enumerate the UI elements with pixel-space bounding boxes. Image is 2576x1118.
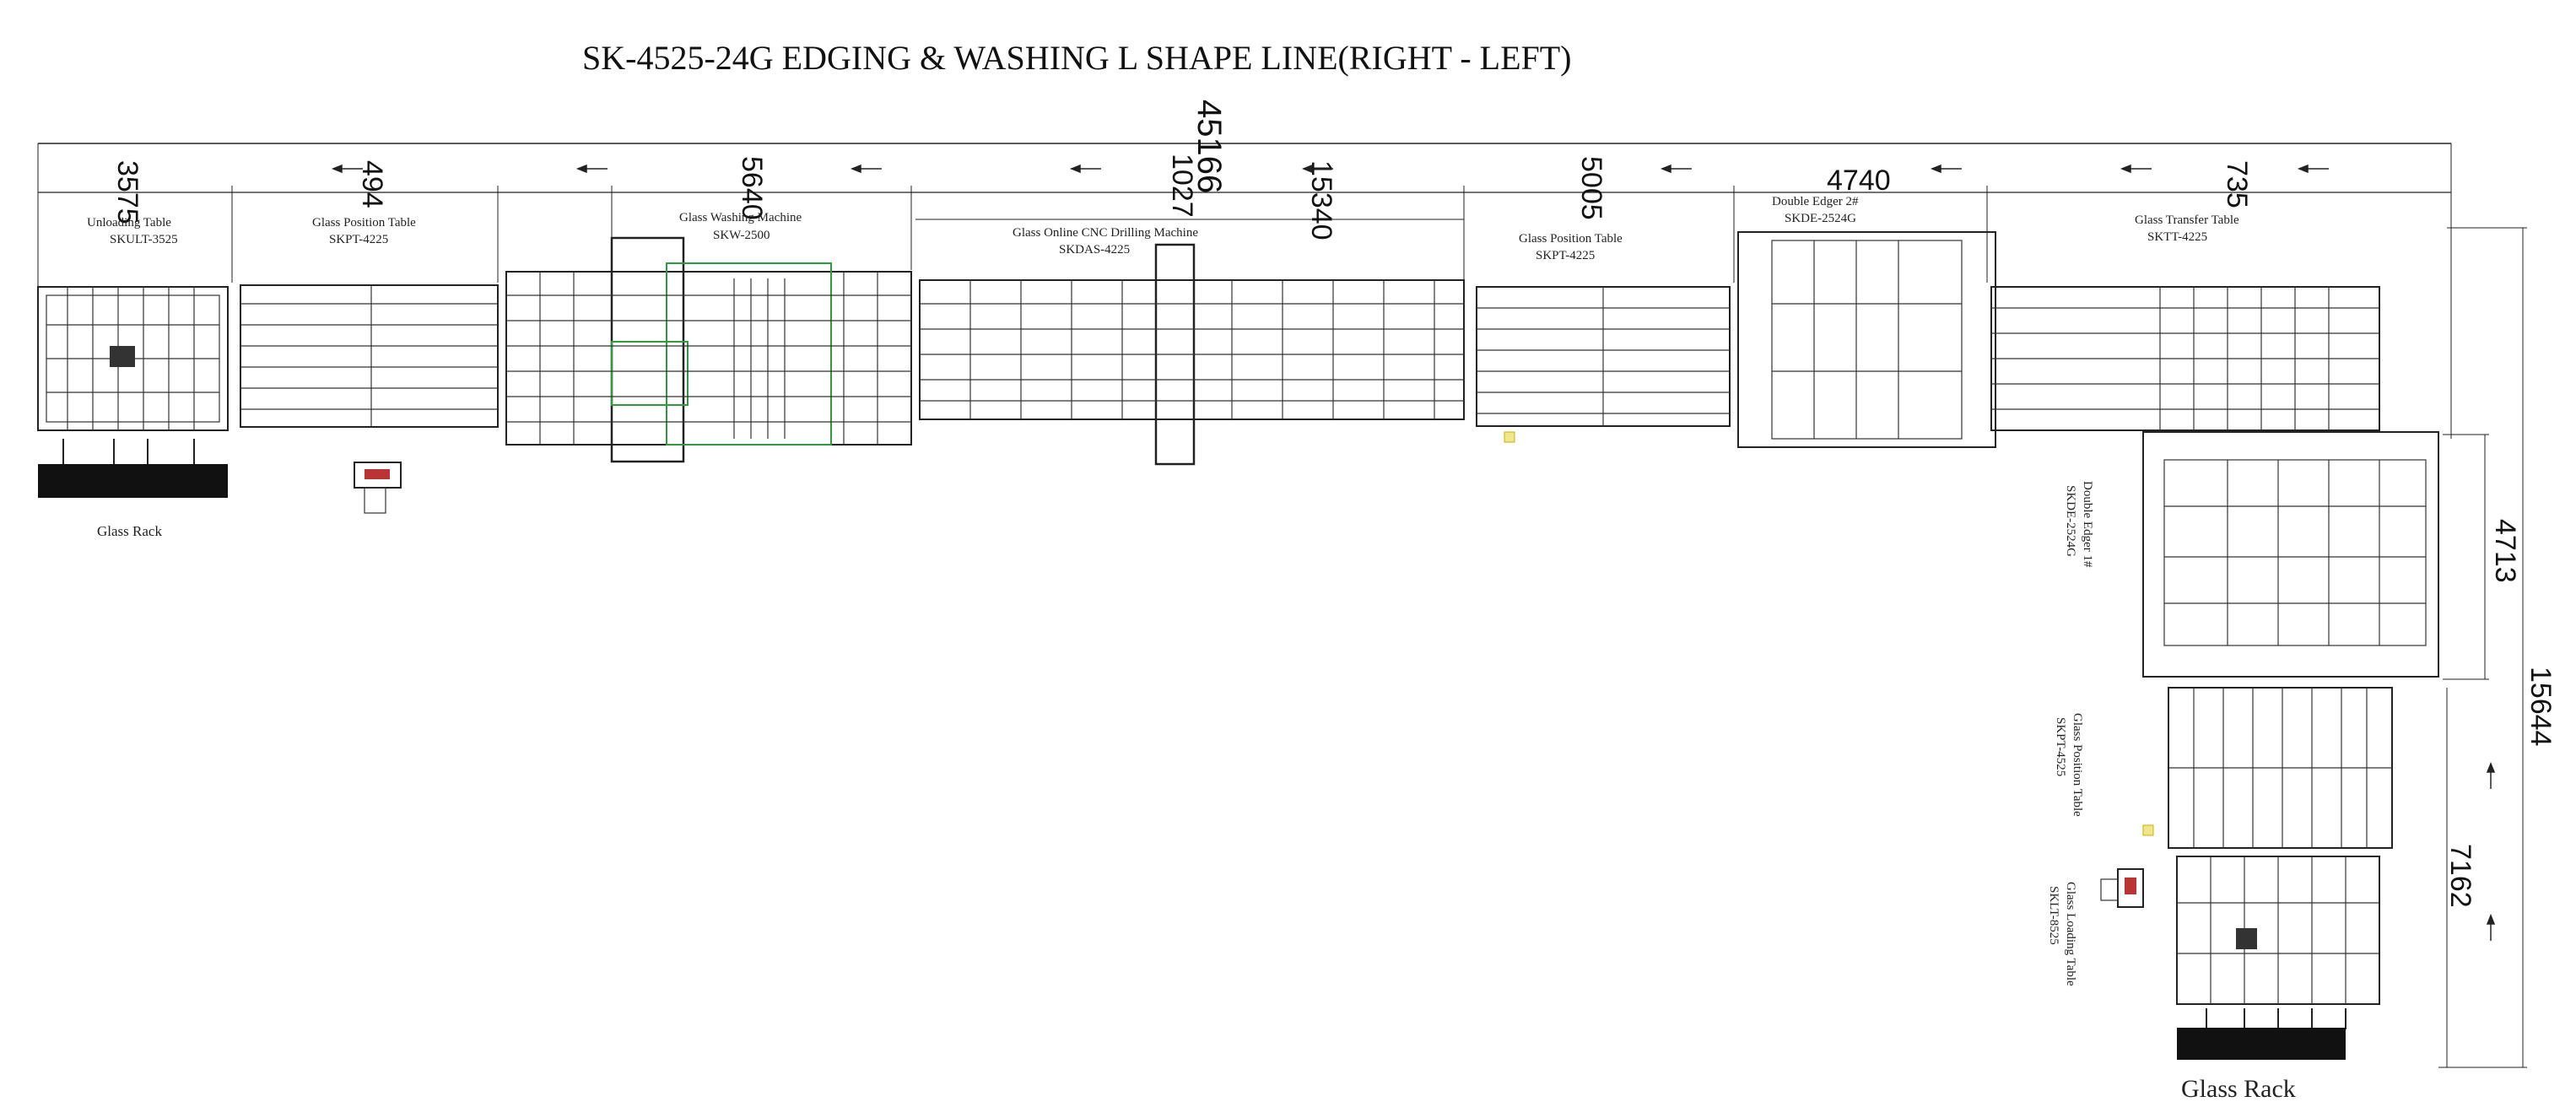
loading-table: Glass Loading Table SKLT-8525 bbox=[2047, 856, 2380, 1005]
control-panel-right bbox=[2100, 868, 2144, 908]
dim-unloading: 3575 bbox=[111, 160, 143, 224]
vertical-dimensions: 15644 4713 7162 bbox=[2438, 227, 2557, 1068]
drilling-name: Glass Online CNC Drilling Machine bbox=[1013, 226, 1198, 240]
dim-edger-2: 4740 bbox=[1827, 165, 1891, 197]
dim-drilling-1: 1027 bbox=[1166, 154, 1198, 218]
washing-machine: Glass Washing Machine SKW-2500 bbox=[505, 211, 912, 463]
dim-transfer: 735 bbox=[2221, 160, 2253, 208]
dim-overall-height: 15644 bbox=[2525, 667, 2557, 747]
left-rack-label: Glass Rack bbox=[97, 523, 162, 539]
drilling-model: SKDAS-4225 bbox=[1059, 243, 1130, 257]
dim-position-2: 5005 bbox=[1575, 156, 1607, 220]
position-1-name: Glass Position Table bbox=[312, 216, 416, 230]
loading-model: SKLT-8525 bbox=[2047, 886, 2060, 945]
transfer-name: Glass Transfer Table bbox=[2135, 213, 2239, 227]
dim-drilling-2: 15340 bbox=[1305, 160, 1337, 240]
drawing-title: SK-4525-24G EDGING & WASHING L SHAPE LIN… bbox=[582, 39, 1572, 77]
dim-position-1: 494 bbox=[356, 160, 388, 208]
dim-vertical-lower: 7162 bbox=[2444, 844, 2476, 908]
edger-1-model: SKDE-2524G bbox=[2064, 485, 2077, 557]
bottom-rack-label: Glass Rack bbox=[2181, 1075, 2296, 1103]
edger-2-model: SKDE-2524G bbox=[1785, 212, 1856, 225]
edger-1-name: Double Edger 1# bbox=[2081, 481, 2094, 568]
transfer-table: Glass Transfer Table SKTT-4225 bbox=[1990, 213, 2380, 431]
loading-name: Glass Loading Table bbox=[2064, 882, 2077, 986]
dim-edger-1: 4713 bbox=[2489, 519, 2521, 583]
left-glass-rack: Glass Rack bbox=[38, 439, 228, 539]
position-2-model: SKPT-4225 bbox=[1536, 249, 1595, 262]
unloading-model: SKULT-3525 bbox=[110, 233, 178, 246]
position-table-3: Glass Position Table SKPT-4525 bbox=[2054, 687, 2393, 849]
edger-2-name: Double Edger 2# bbox=[1772, 195, 1859, 208]
double-edger-1: Double Edger 1# SKDE-2524G bbox=[2064, 431, 2439, 678]
position-1-model: SKPT-4225 bbox=[329, 233, 388, 246]
position-2-name: Glass Position Table bbox=[1519, 232, 1623, 246]
unloading-table: Unloading Table SKULT-3525 bbox=[37, 216, 229, 431]
section-dimensions: 3575 494 5640 1027 15340 5005 4740 735 bbox=[38, 154, 2451, 283]
unloading-name: Unloading Table bbox=[87, 216, 171, 230]
overall-dimension: 45166 bbox=[37, 100, 2452, 439]
position-table-2: Glass Position Table SKPT-4225 bbox=[1476, 232, 1731, 443]
washing-model: SKW-2500 bbox=[713, 229, 770, 242]
drilling-machine: Glass Online CNC Drilling Machine SKDAS-… bbox=[919, 226, 1465, 466]
position-3-model: SKPT-4525 bbox=[2054, 717, 2067, 776]
dim-washing: 5640 bbox=[736, 156, 768, 220]
position-table-1: Glass Position Table SKPT-4225 bbox=[240, 216, 499, 428]
overall-length-label: 45166 bbox=[1191, 100, 1228, 193]
double-edger-2: Double Edger 2# SKDE-2524G bbox=[1737, 195, 1996, 448]
bottom-glass-rack: Glass Rack bbox=[2177, 1008, 2346, 1103]
transfer-model: SKTT-4225 bbox=[2147, 230, 2207, 244]
control-panel-left bbox=[354, 462, 402, 514]
washing-name: Glass Washing Machine bbox=[679, 211, 802, 224]
position-3-name: Glass Position Table bbox=[2071, 713, 2084, 817]
